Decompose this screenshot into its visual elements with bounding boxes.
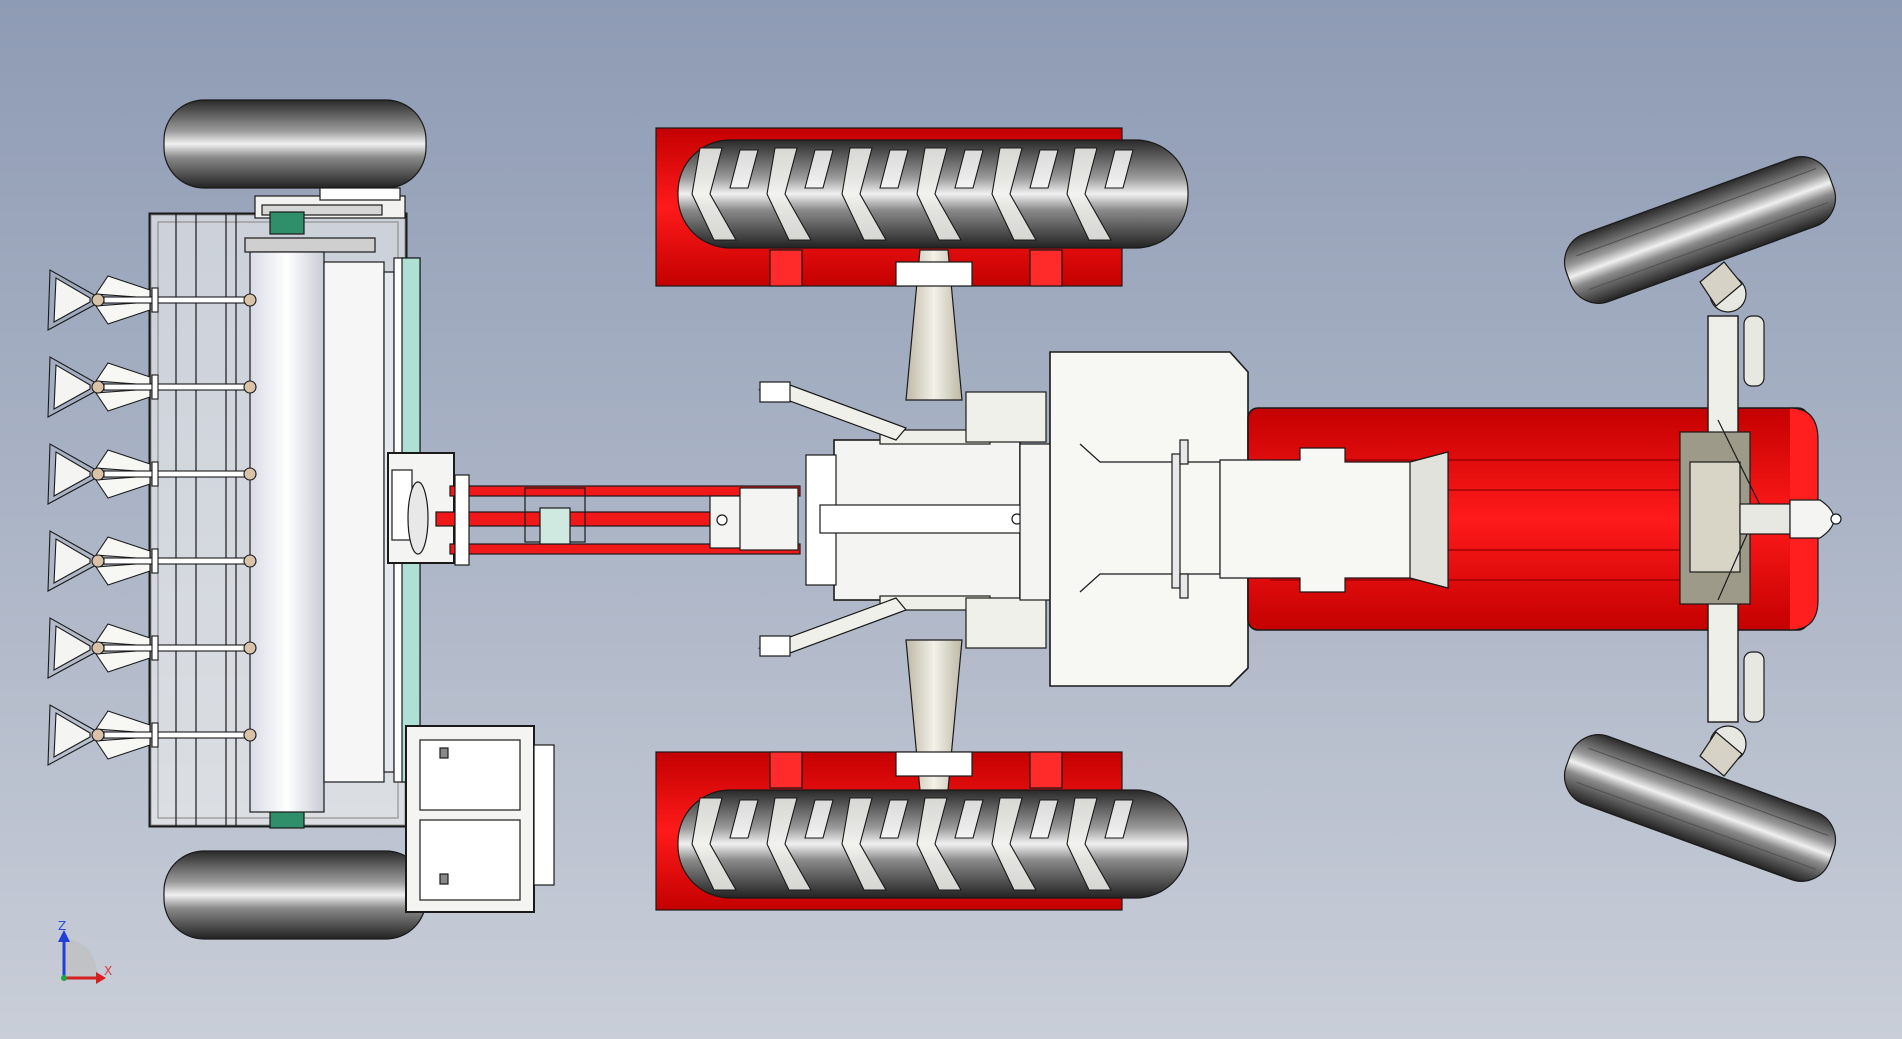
tread-lug [691, 147, 737, 241]
triad-origin [61, 975, 67, 981]
seed-row-unit [47, 704, 257, 766]
orientation-triad: Z X [58, 919, 112, 984]
seeder-wheel-bottom [163, 850, 427, 940]
tractor [655, 127, 1842, 911]
tread-lug [954, 799, 984, 839]
seeder-rows [47, 269, 257, 766]
seed-row-unit [47, 356, 257, 418]
seeder-wheel-top [163, 99, 427, 189]
cab-block [1049, 351, 1249, 687]
front-tire-top [1563, 156, 1837, 304]
tread-lug [1029, 149, 1059, 189]
tread-lug [729, 149, 759, 189]
tread-lug [879, 799, 909, 839]
seed-row-unit [47, 530, 257, 592]
tread-lug [691, 797, 737, 891]
tread-lug [766, 147, 812, 241]
tread-lug [841, 147, 887, 241]
seeder-implement [148, 99, 555, 940]
seed-row-unit [47, 617, 257, 679]
tread-lug [916, 147, 962, 241]
tread-lug [1104, 799, 1134, 839]
triad-x-label: X [104, 964, 112, 978]
drawbar-linkage [435, 474, 801, 566]
tread-lug [1066, 147, 1112, 241]
tread-lug [729, 799, 759, 839]
tread-lug [1029, 799, 1059, 839]
seed-row-unit [47, 443, 257, 505]
tread-lug [1066, 797, 1112, 891]
tread-lug [916, 797, 962, 891]
tread-lug [841, 797, 887, 891]
tread-lug [879, 149, 909, 189]
triad-plane [64, 938, 98, 978]
seeder-roller [249, 251, 325, 813]
tread-lug [991, 797, 1037, 891]
seed-row-unit [47, 269, 257, 331]
tread-lug [804, 149, 834, 189]
tread-lug [766, 797, 812, 891]
rear-axle-top [905, 249, 963, 401]
tread-lug [1104, 149, 1134, 189]
front-tire-bottom [1563, 734, 1837, 882]
rear-tire-treads [691, 147, 1134, 891]
tread-lug [954, 149, 984, 189]
triad-z-label: Z [58, 919, 66, 933]
tread-lug [991, 147, 1037, 241]
tread-lug [804, 799, 834, 839]
